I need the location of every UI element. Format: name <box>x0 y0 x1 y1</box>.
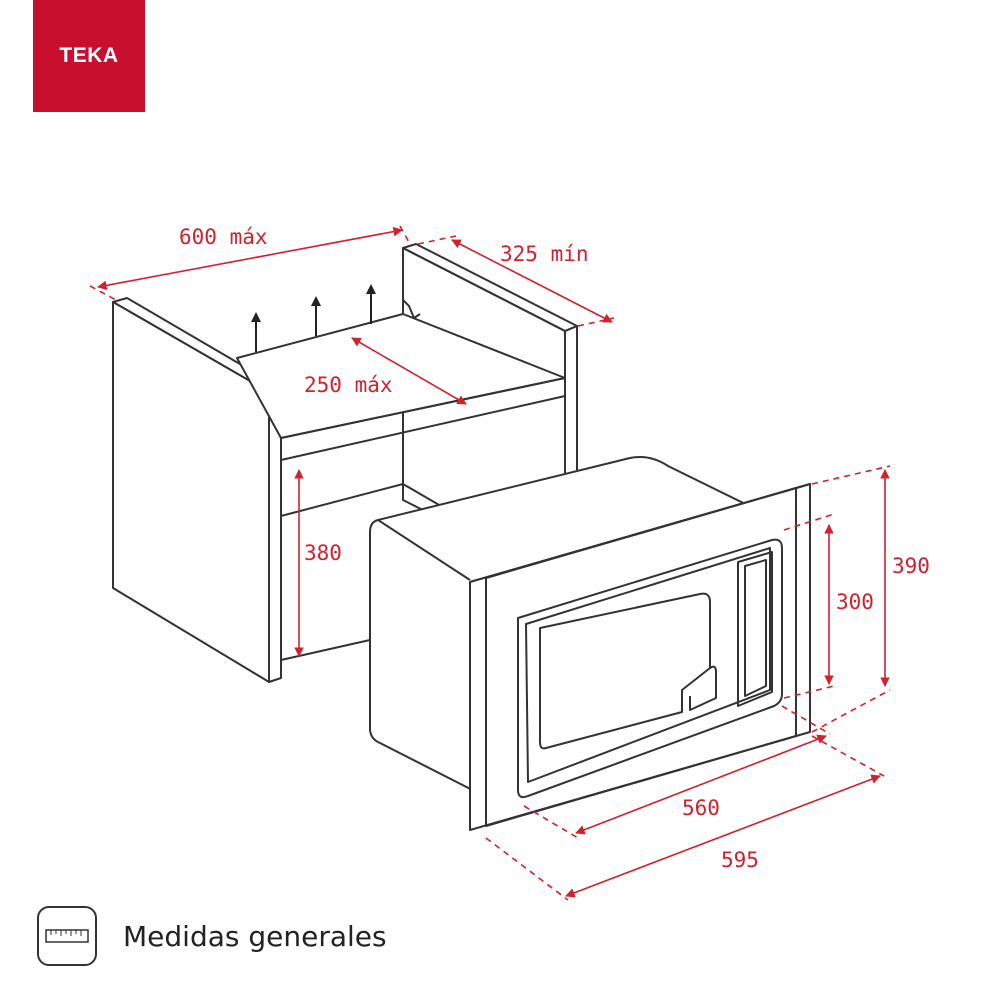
niche-depth-line <box>451 239 613 323</box>
shelf-opening-label: 250 máx <box>304 373 393 397</box>
niche-width-line <box>97 226 403 291</box>
dimension-labels: 600 máx 325 mín 250 máx 380 300 390 560 … <box>179 225 930 872</box>
appliance-width-label: 560 <box>682 796 720 820</box>
frame-height-label: 390 <box>892 554 930 578</box>
footer-label: Medidas generales <box>123 919 387 953</box>
ruler-icon <box>37 906 97 966</box>
footer: Medidas generales <box>37 906 387 966</box>
teka-logo: TEKA <box>33 0 145 112</box>
dimension-lines <box>89 225 891 901</box>
frame-width-label: 595 <box>721 848 759 872</box>
ventilation-arrows <box>251 284 376 352</box>
niche-height-label: 380 <box>304 541 342 565</box>
shelf-opening-line <box>351 337 467 405</box>
brand-name: TEKA <box>59 44 119 67</box>
frame-width-line <box>565 774 881 898</box>
niche-depth-label: 325 mín <box>500 242 589 266</box>
niche-width-label: 600 máx <box>179 225 268 249</box>
appliance-height-label: 300 <box>836 590 874 614</box>
